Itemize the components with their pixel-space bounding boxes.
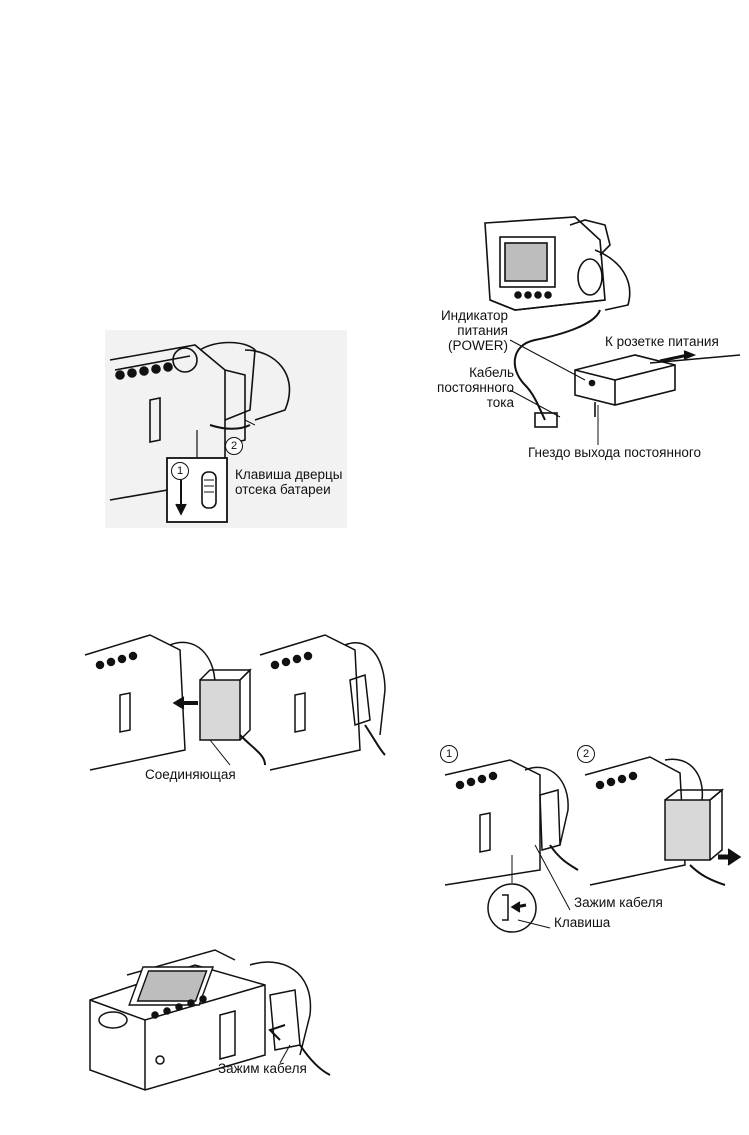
dc-cable-label: Кабель постоянного тока [410,365,514,410]
power-indicator-label: Индикатор питания (POWER) [410,308,508,353]
cable-clip-illustration [85,945,335,1110]
remove-step-1-marker: 1 [440,745,458,763]
step-2-marker: 2 [225,437,243,455]
battery-door-key-label: Клавиша дверцы отсека батареи [235,467,342,497]
battery-door-key-label-line1: Клавиша дверцы [235,467,342,482]
coupler-label: Соединяющая [145,767,236,782]
coupler-remove-figure: 1 2 Зажим кабеля Клавиша [440,745,745,1135]
dc-cable-label-line2: постоянного [437,380,514,395]
release-key-label: Клавиша [554,915,610,930]
power-indicator-label-line3: (POWER) [448,338,508,353]
ac-adapter-figure: Индикатор питания (POWER) К розетке пита… [410,205,745,465]
step-1-marker: 1 [171,462,189,480]
coupler-connect-figure: Соединяющая [80,625,390,795]
cable-clip-figure: Зажим кабеля [85,945,335,1110]
remove-step-2-marker: 2 [577,745,595,763]
dc-cable-label-line3: тока [487,395,514,410]
dc-cable-label-line1: Кабель [469,365,514,380]
dc-out-jack-label: Гнездо выхода постоянного [528,445,701,460]
outlet-label: К розетке питания [605,334,719,349]
power-indicator-label-line2: питания [457,323,508,338]
battery-door-figure: 1 2 Клавиша дверцы отсека батареи [105,330,365,530]
coupler-remove-illustration [440,745,745,1135]
power-indicator-label-line1: Индикатор [441,308,508,323]
battery-door-key-label-line2: отсека батареи [235,482,331,497]
cable-clip-label: Зажим кабеля [218,1061,307,1076]
battery-door-illustration [105,330,365,530]
cable-clip-label-remove: Зажим кабеля [574,895,663,910]
